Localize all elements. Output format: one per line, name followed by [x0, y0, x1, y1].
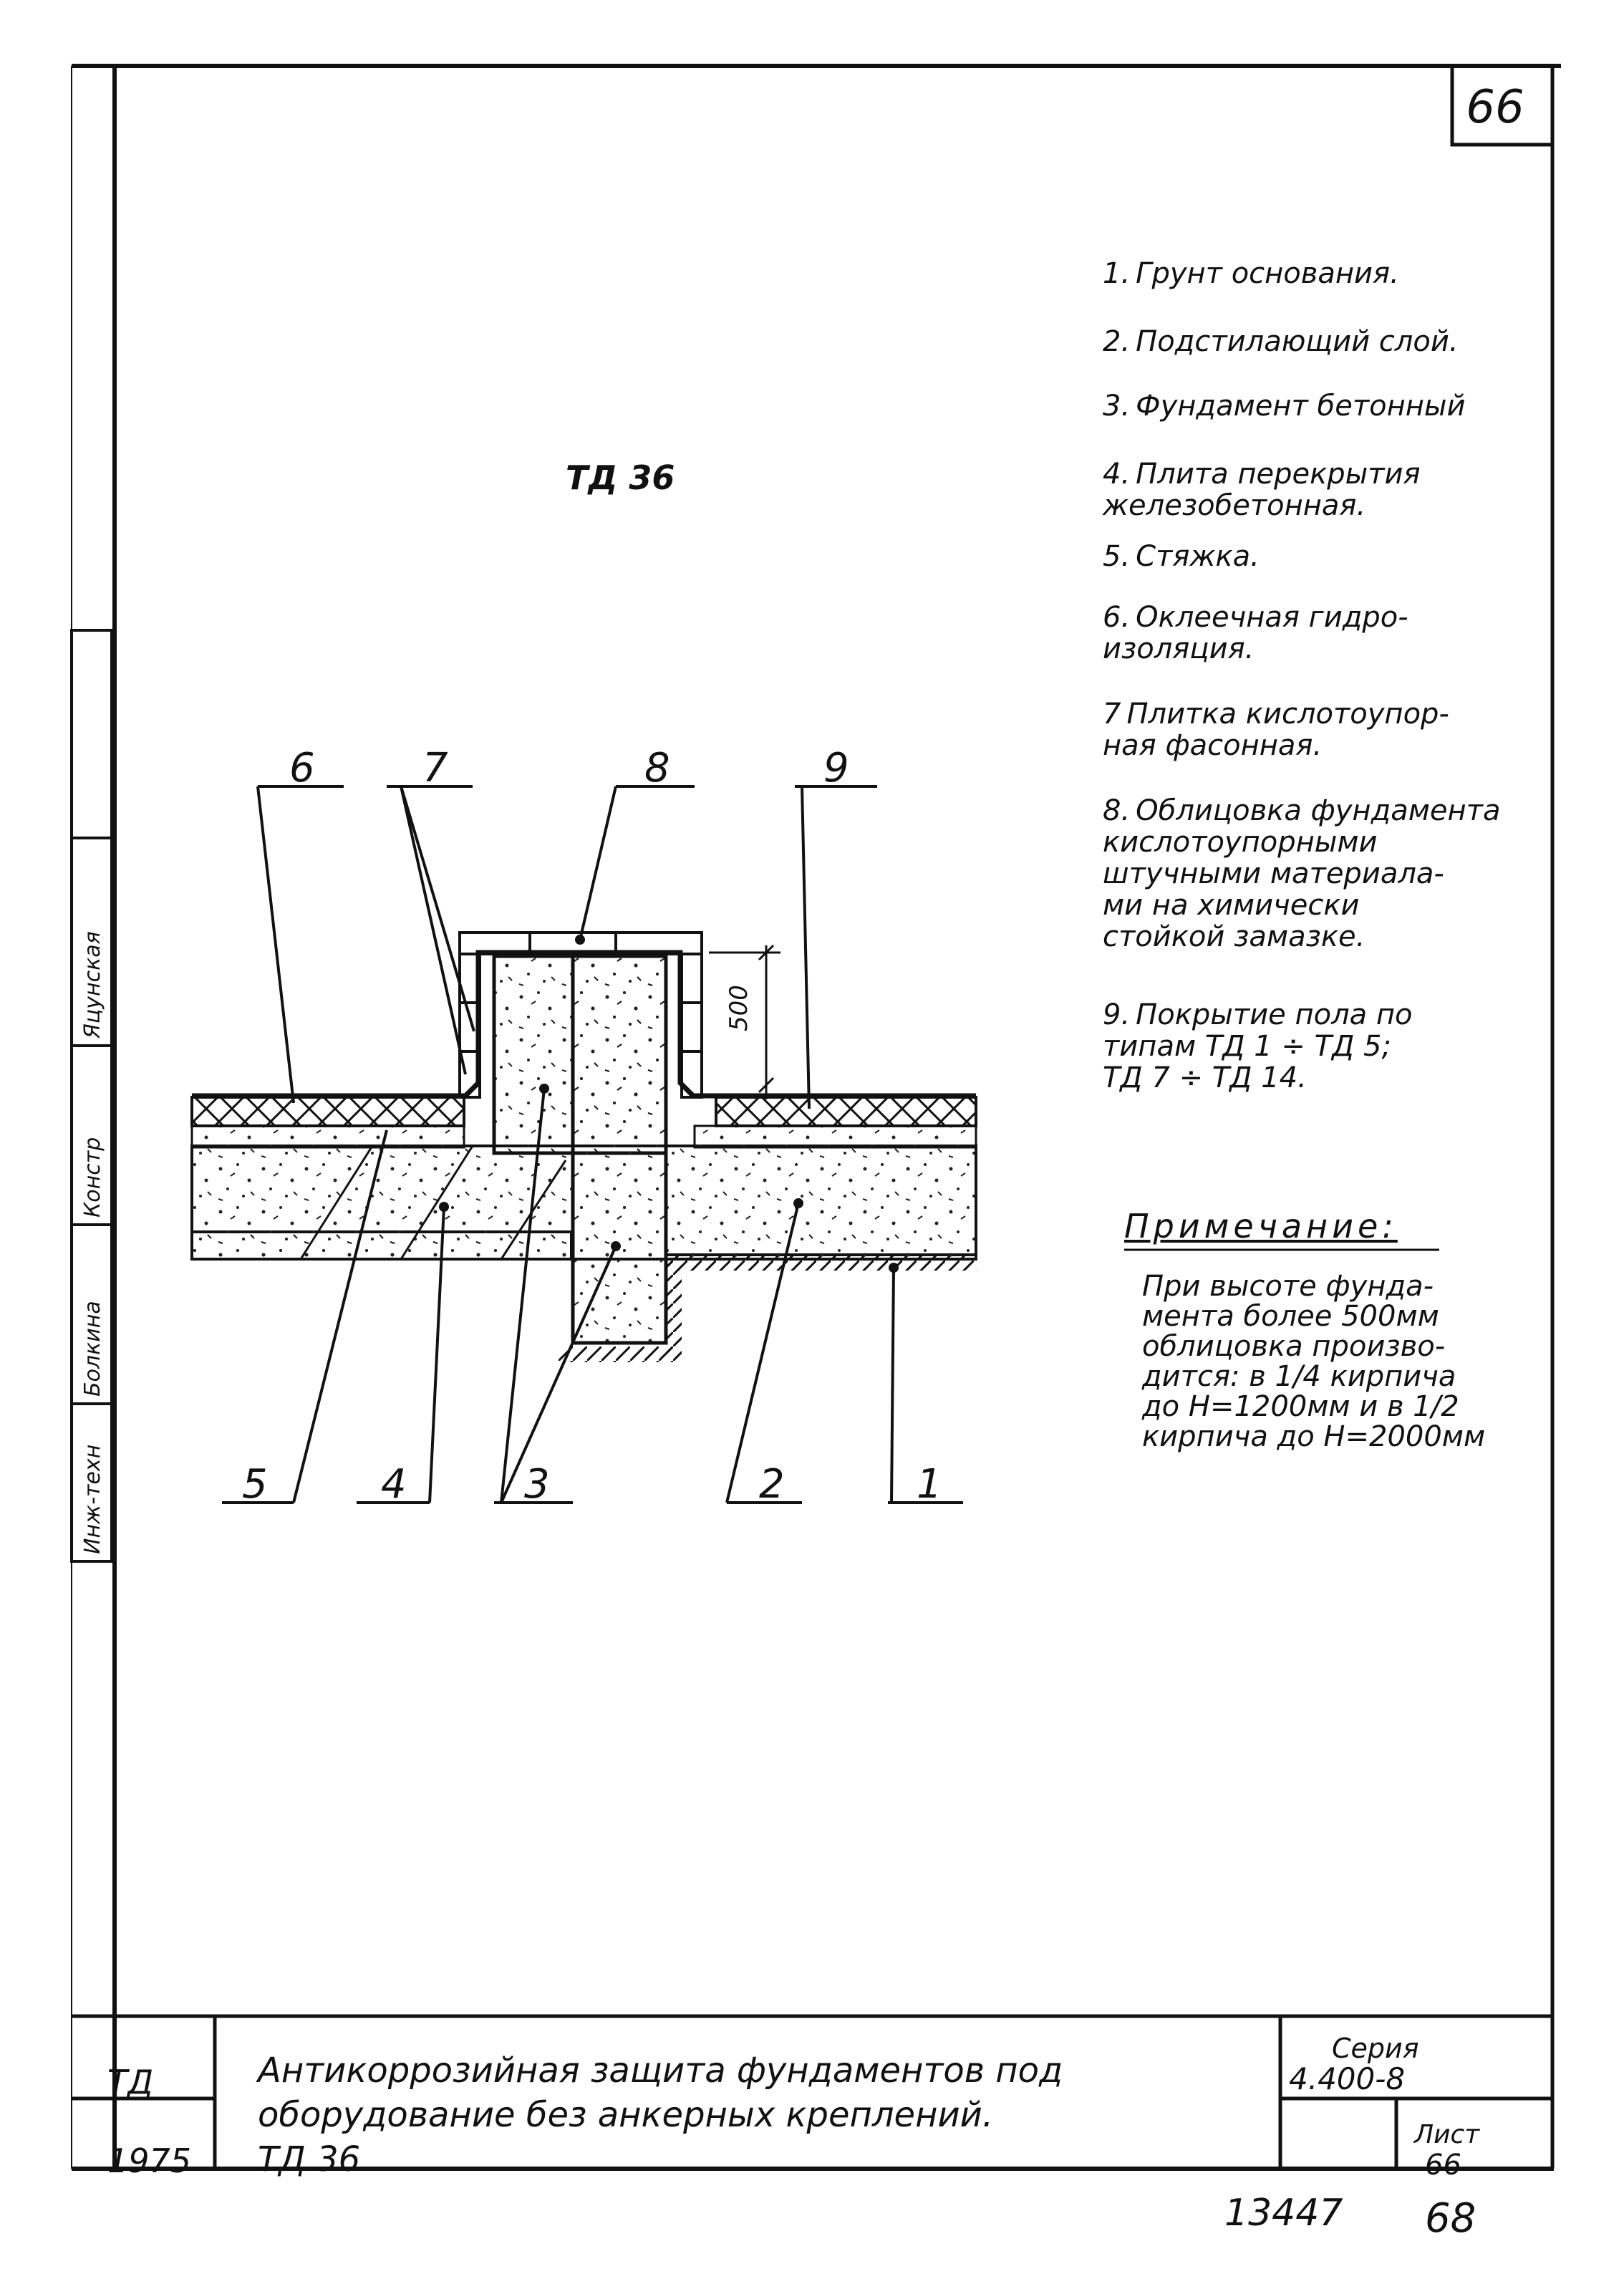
side-stamp-cell-1: Инж-техн: [80, 1444, 105, 1554]
floor-covering-left: [190, 1096, 465, 1127]
legend-num: 5.: [1103, 540, 1131, 573]
callout-7: 7: [422, 745, 448, 791]
title-block-code: ТД: [107, 2063, 154, 2101]
floor-covering-right: [715, 1096, 977, 1127]
legend-num: 6.: [1103, 601, 1131, 634]
callout-1: 1: [917, 1461, 942, 1508]
slab-section-hatch: [299, 1145, 567, 1260]
legend-item-9: 9.Покрытие пола по типам ТД 1 ÷ ТД 5; ТД…: [1103, 999, 1413, 1094]
title-block-series-label: Серия: [1332, 2033, 1419, 2064]
legend-item-8: 8.Облицовка фундамента кислотоупорными ш…: [1103, 795, 1501, 953]
legend-text: Плитка кислотоупор- ная фасонная.: [1103, 698, 1449, 762]
page-number-box: [1450, 64, 1555, 147]
legend-item-3: 3.Фундамент бетонный: [1103, 390, 1465, 422]
inventory-number: 13447: [1224, 2192, 1343, 2235]
legend-num: 9.: [1103, 998, 1131, 1031]
title-block-title: Антикоррозийная защита фундаментов под о…: [258, 2051, 1063, 2179]
callout-5: 5: [242, 1461, 268, 1508]
legend-num: 8.: [1103, 794, 1131, 827]
callout-6: 6: [289, 745, 315, 791]
page-number: 66: [1466, 81, 1524, 134]
title-block-sheet-label: Лист: [1414, 2120, 1480, 2149]
side-stamp-cell-3: Констр: [80, 1137, 105, 1218]
title-block-series-value: 4.400-8: [1289, 2061, 1406, 2096]
dimension-label: 500: [725, 985, 753, 1031]
legend-text: Стяжка.: [1136, 540, 1260, 573]
ground-hatch-pit-bottom: [559, 1346, 680, 1362]
title-block-year: 1975: [107, 2141, 192, 2180]
legend-text: Облицовка фундамента кислотоупорными шту…: [1103, 794, 1501, 953]
side-stamp-cell-4: Яцунская: [80, 931, 105, 1039]
legend-text: Фундамент бетонный: [1136, 390, 1466, 423]
legend-num: 2.: [1103, 325, 1131, 358]
callout-8: 8: [644, 745, 670, 791]
legend-item-4: 4.Плита перекрытия железобетонная.: [1103, 458, 1421, 521]
legend-text: Грунт основания.: [1136, 257, 1399, 290]
legend-num: 4.: [1103, 458, 1131, 491]
legend-text: Плита перекрытия железобетонная.: [1103, 458, 1421, 522]
archive-sheet-number: 68: [1425, 2195, 1476, 2242]
callout-4: 4: [381, 1461, 407, 1508]
legend-num: 7: [1103, 698, 1121, 731]
callout-2: 2: [759, 1461, 785, 1508]
screed-layer-right: [693, 1124, 977, 1149]
legend-text: Оклеечная гидро- изоляция.: [1103, 601, 1408, 665]
ground-hatch-pit: [666, 1255, 682, 1355]
drawing-title: ТД 36: [566, 458, 675, 497]
leader-lines: [222, 785, 963, 1504]
legend-item-6: 6.Оклеечная гидро- изоляция.: [1103, 602, 1408, 665]
legend-item-2: 2.Подстилающий слой.: [1103, 326, 1459, 357]
section-drawing: [190, 785, 977, 1504]
dimension-500: [709, 944, 780, 1099]
leader-dots: [439, 935, 899, 1273]
side-stamp-cell-2: Болкина: [80, 1301, 105, 1397]
side-approval-stamp: [70, 629, 113, 1563]
legend-text: Подстилающий слой.: [1136, 325, 1459, 358]
title-block-sheet-value: 66: [1425, 2149, 1461, 2182]
legend-item-1: 1.Грунт основания.: [1103, 258, 1399, 289]
legend-text: Покрытие пола по типам ТД 1 ÷ ТД 5; ТД 7…: [1103, 998, 1413, 1094]
callout-3: 3: [524, 1461, 550, 1508]
legend-num: 3.: [1103, 390, 1131, 423]
screed-layer: [190, 1124, 465, 1149]
title-block-frame: [72, 2014, 1552, 2169]
note-title: Примечание:: [1124, 1207, 1398, 1245]
callout-9: 9: [823, 745, 849, 791]
legend-num: 1.: [1103, 257, 1131, 290]
legend-item-5: 5.Стяжка.: [1103, 541, 1260, 572]
note-text: При высоте фунда- мента более 500мм обли…: [1142, 1270, 1486, 1453]
foundation-column: [571, 954, 668, 1345]
